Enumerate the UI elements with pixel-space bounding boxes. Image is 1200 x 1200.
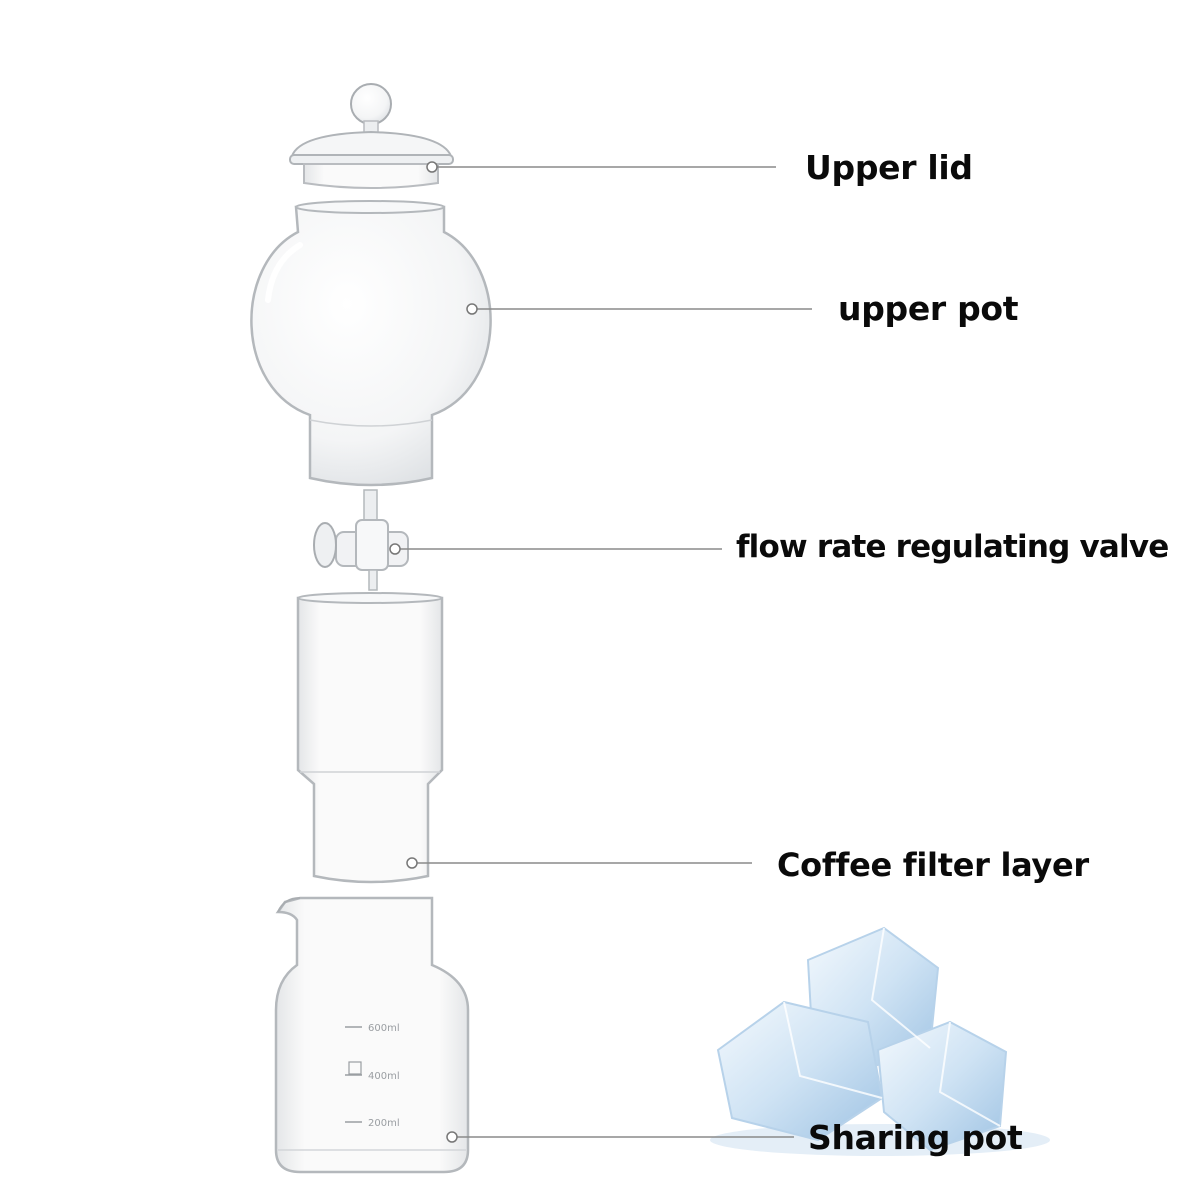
sharing-pot-body (274, 896, 470, 1174)
filter-mouth (297, 592, 443, 604)
upper-lid (289, 83, 454, 189)
valve-core (355, 519, 389, 571)
upper-pot-highlight (265, 242, 303, 303)
beaker-mark-top: 600ml (368, 1023, 400, 1034)
label-coffee-filter-layer: Coffee filter layer (777, 846, 1089, 884)
valve-lower-stem (368, 569, 378, 591)
upper-pot-body (250, 205, 492, 487)
leader-dot-upper-lid (426, 161, 438, 173)
flow-valve (313, 489, 409, 591)
ice-cubes (710, 926, 1050, 1156)
ice-facet-lines (783, 927, 1001, 1127)
leader-dot-filter (406, 857, 418, 869)
upper-pot (250, 200, 492, 487)
label-flow-valve: flow rate regulating valve (736, 529, 1169, 565)
valve-knob (313, 522, 337, 568)
sharing-pot-spout (277, 897, 301, 913)
upper-pot-neck-line (309, 419, 433, 427)
coffee-filter-layer (296, 592, 444, 884)
label-sharing-pot: Sharing pot (808, 1118, 1023, 1157)
beaker-logo-square (348, 1061, 362, 1075)
lid-plug (303, 163, 439, 189)
leader-dot-upper-pot (466, 303, 478, 315)
beaker-mark-bottom: 200ml (368, 1118, 400, 1129)
sharing-pot: 600ml 400ml 200ml (274, 896, 470, 1174)
beaker-mark-middle: 400ml (368, 1071, 400, 1082)
label-upper-pot: upper pot (838, 289, 1019, 328)
lid-dome (290, 130, 453, 157)
leader-lines (389, 161, 812, 1143)
valve-upper-stem (363, 489, 378, 523)
leader-dot-sharing-pot (446, 1131, 458, 1143)
leader-dot-valve (389, 543, 401, 555)
upper-pot-mouth (295, 200, 445, 214)
filter-body (296, 596, 444, 884)
label-upper-lid: Upper lid (805, 148, 973, 187)
lid-knob (350, 83, 392, 125)
